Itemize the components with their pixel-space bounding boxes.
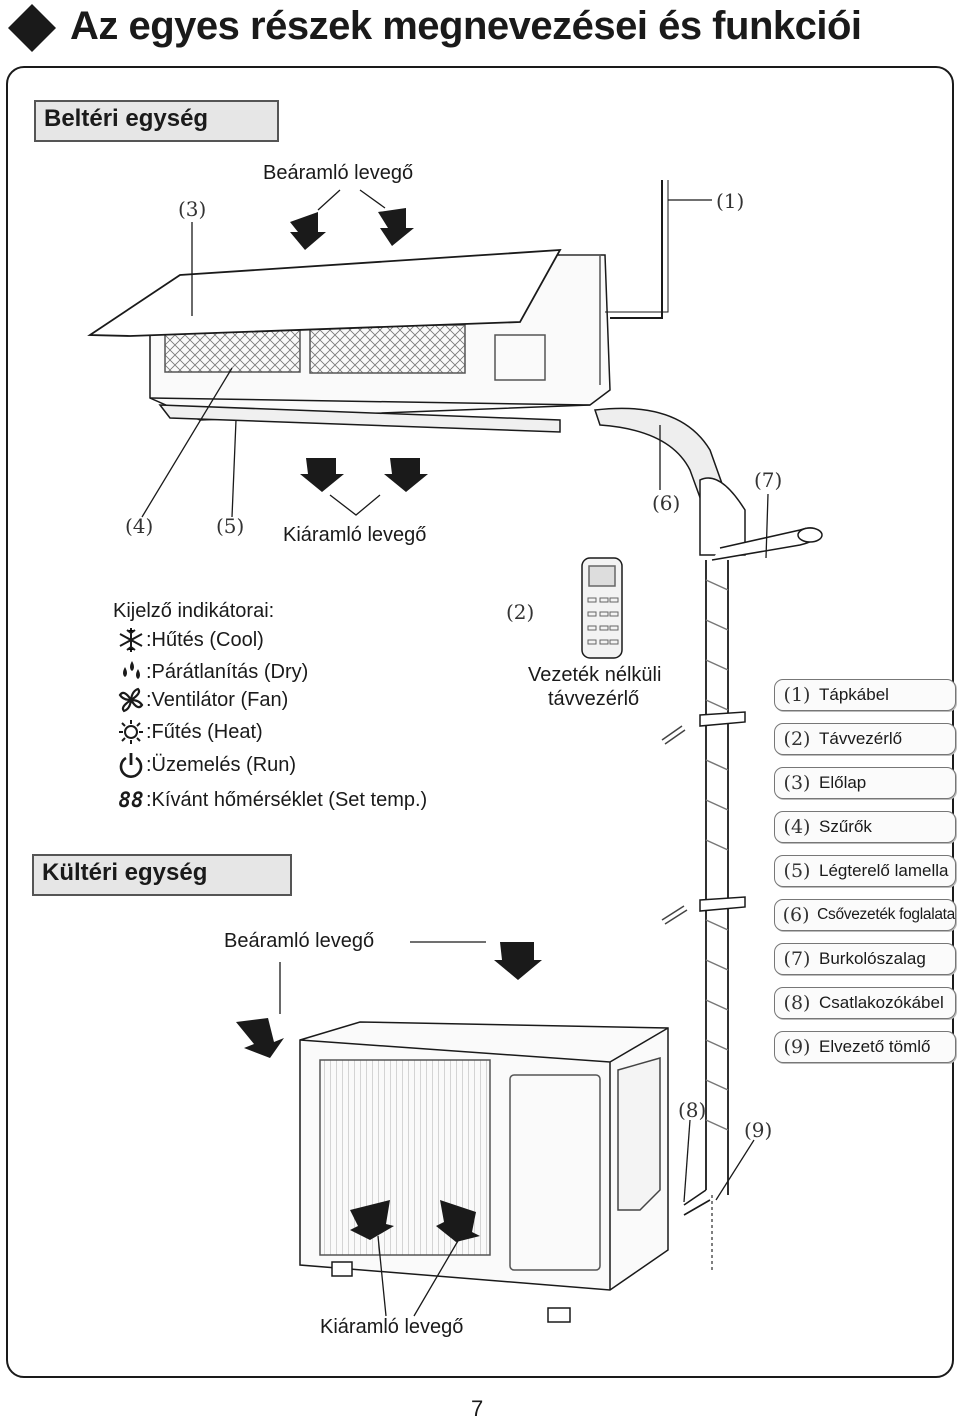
legend-number: (5) [783, 860, 811, 882]
legend-number: (7) [783, 948, 811, 970]
indicator-set-temp: 88 :Kívánt hőmérséklet (Set temp.) [116, 786, 427, 814]
indicator-set-temp-label: :Kívánt hőmérséklet (Set temp.) [146, 788, 428, 811]
power-icon [116, 752, 146, 778]
indicator-run-label: :Üzemelés (Run) [146, 753, 297, 776]
legend-number: (3) [783, 772, 811, 794]
remote-label-line2: távvezérlő [548, 688, 640, 710]
callout-3: (3) [178, 197, 207, 221]
indicator-run: :Üzemelés (Run) [116, 751, 296, 779]
legend-label: Távvezérlő [819, 729, 903, 748]
legend-label: Légterelő lamella [819, 861, 949, 880]
legend-number: (8) [783, 992, 811, 1014]
legend-item-power-cable: (1) Tápkábel [774, 679, 956, 711]
legend-label: Előlap [819, 773, 867, 792]
sun-icon [116, 719, 146, 745]
display-indicators-heading: Kijelző indikátorai: [113, 600, 275, 622]
droplets-icon [116, 659, 146, 685]
legend-label: Csatlakozókábel [819, 993, 944, 1012]
legend-number: (2) [783, 728, 811, 750]
indoor-unit-section-label: Beltéri egység [34, 100, 279, 142]
page-title: Az egyes részek megnevezései és funkciói [70, 4, 862, 48]
indicator-heat: :Fűtés (Heat) [116, 718, 263, 746]
legend-label: Tápkábel [819, 685, 889, 704]
legend-label: Burkolószalag [819, 949, 926, 968]
legend-number: (9) [783, 1036, 811, 1058]
outdoor-air-in-label: Beáramló levegő [224, 930, 375, 952]
indicator-cool-label: :Hűtés (Cool) [146, 628, 264, 651]
legend-item-filters: (4) Szűrők [774, 811, 956, 843]
diamond-bullet-icon [8, 4, 56, 52]
callout-5: (5) [216, 514, 245, 538]
indoor-air-out-label: Kiáramló levegő [283, 524, 427, 546]
outdoor-air-out-label: Kiáramló levegő [320, 1316, 464, 1338]
legend-label: Szűrők [819, 817, 872, 836]
legend-item-front-panel: (3) Előlap [774, 767, 956, 799]
legend-number: (1) [783, 684, 811, 706]
callout-6: (6) [652, 491, 681, 515]
legend-number: (4) [783, 816, 811, 838]
remote-label-line1: Vezeték nélküli [528, 664, 662, 686]
legend-label: Csővezeték foglalata [817, 906, 955, 923]
fan-icon [116, 687, 146, 713]
legend-item-remote: (2) Távvezérlő [774, 723, 956, 755]
outdoor-unit-section-label: Kültéri egység [32, 854, 292, 896]
indicator-fan: :Ventilátor (Fan) [116, 686, 288, 714]
legend-item-drain-hose: (9) Elvezető tömlő [774, 1031, 956, 1063]
legend-item-wrapping-tape: (7) Burkolószalag [774, 943, 956, 975]
indicator-heat-label: :Fűtés (Heat) [146, 720, 263, 743]
callout-2: (2) [506, 600, 535, 624]
seven-segment-88-icon: 88 [118, 788, 144, 812]
indicator-dry: :Párátlanítás (Dry) [116, 658, 308, 686]
legend-item-connecting-cable: (8) Csatlakozókábel [774, 987, 956, 1019]
indicator-fan-label: :Ventilátor (Fan) [146, 688, 289, 711]
snowflake-icon [116, 627, 146, 653]
indoor-air-in-label: Beáramló levegő [263, 162, 414, 184]
legend-label: Elvezető tömlő [819, 1037, 931, 1056]
legend-item-louver: (5) Légterelő lamella [774, 855, 956, 887]
callout-4: (4) [125, 514, 154, 538]
indicator-cool: :Hűtés (Cool) [116, 626, 264, 654]
callout-7: (7) [754, 468, 783, 492]
legend-number: (6) [782, 904, 810, 926]
page-number: 7 [471, 1396, 484, 1421]
callout-1: (1) [716, 189, 745, 213]
callout-9: (9) [744, 1118, 773, 1142]
legend-item-pipe-holder: (6) Csővezeték foglalata [774, 899, 956, 931]
callout-8: (8) [678, 1098, 707, 1122]
indicator-dry-label: :Párátlanítás (Dry) [146, 660, 309, 683]
content-frame [6, 66, 954, 1378]
